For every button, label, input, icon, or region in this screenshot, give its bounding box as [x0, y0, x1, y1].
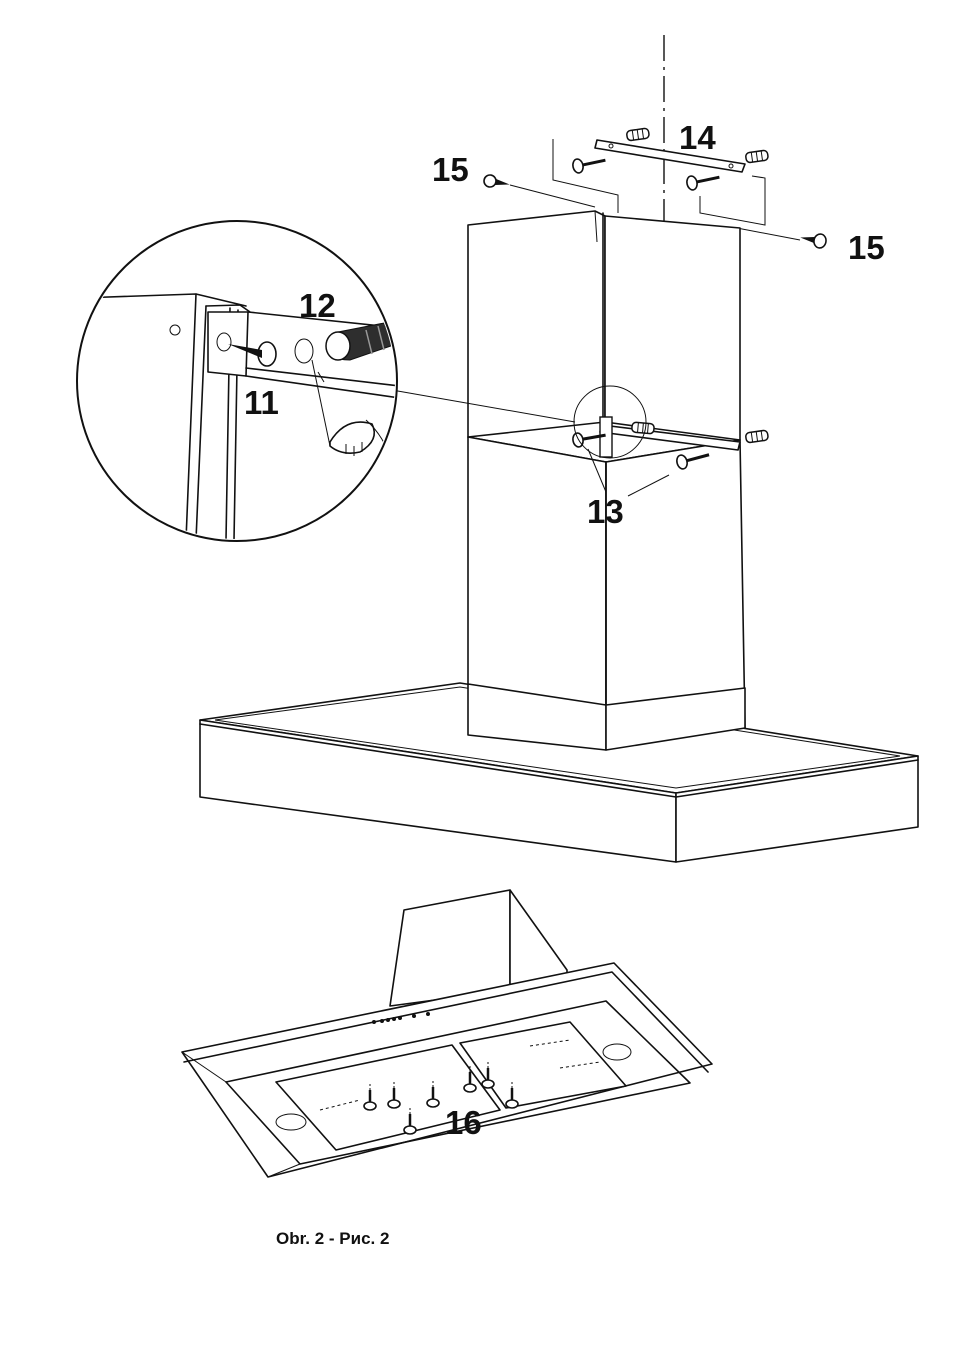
callout-14: 14	[679, 119, 716, 156]
wall-plug-icon	[745, 150, 768, 163]
screw-icon	[799, 231, 827, 249]
wall-plug-icon	[626, 128, 649, 141]
callout-13: 13	[587, 493, 624, 530]
screw-icon	[572, 153, 607, 174]
wall-plug-icon	[632, 422, 655, 434]
wall-plug-icon	[745, 430, 768, 443]
screw-icon	[686, 170, 721, 191]
callout-12: 12	[299, 287, 336, 324]
figure-caption: Obr. 2 - Рис. 2	[276, 1229, 389, 1248]
callout-11: 11	[244, 384, 279, 421]
callout-15-left: 15	[432, 151, 469, 188]
callout-15-right: 15	[848, 229, 885, 266]
screw-icon	[483, 174, 511, 190]
ceiling-bracket	[553, 128, 768, 225]
range-hood-canopy	[200, 683, 918, 862]
callout-16: 16	[445, 1104, 482, 1141]
upper-chimney	[468, 211, 740, 444]
detail-magnified-view	[77, 221, 421, 541]
